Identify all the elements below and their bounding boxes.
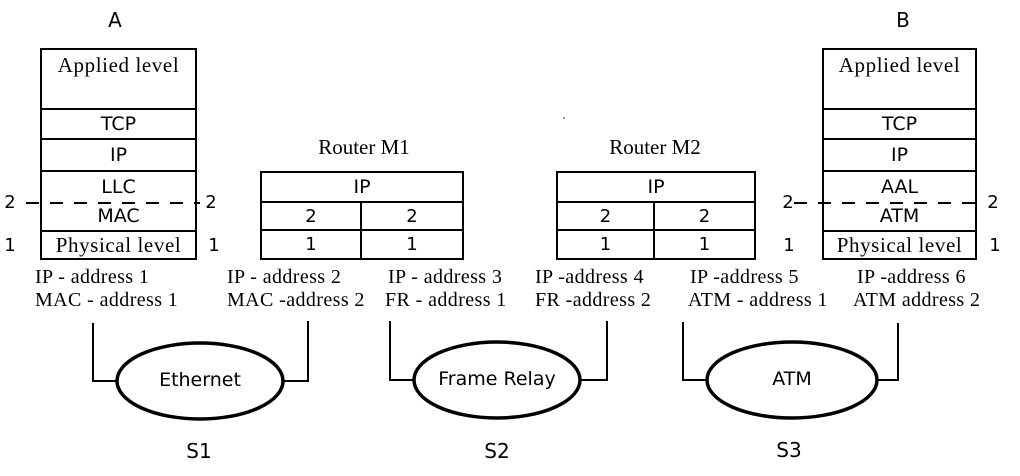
host-b-layer-physical: Physical level xyxy=(836,232,963,257)
router-m2-row-2: 2 2 xyxy=(558,203,754,231)
host-a-layer-mac: MAC xyxy=(97,204,140,227)
router-m1-cell-2-left: 2 xyxy=(262,203,362,229)
host-b-stack: Applied level TCP IP AAL ATM Physical le… xyxy=(822,48,977,260)
router-m2-ip-layer: IP xyxy=(558,173,754,203)
host-a-layer2-section: LLC MAC xyxy=(42,172,195,232)
host-a-left-marker-1: 1 xyxy=(4,234,16,256)
host-a-stack: Applied level TCP IP LLC MAC Physical le… xyxy=(40,48,197,260)
router-m1-fr-address: FR - address 1 xyxy=(385,289,507,311)
host-b-right-marker-2: 2 xyxy=(987,191,999,213)
host-a-layer-tcp: TCP xyxy=(42,110,195,140)
host-b-left-marker-2: 2 xyxy=(782,191,794,213)
router-m1-cell-1-left: 1 xyxy=(262,231,362,258)
router-m1-row-2: 2 2 xyxy=(262,203,462,231)
host-b-ip-address: IP -address 6 xyxy=(857,266,966,288)
scan-speck-artifact xyxy=(563,117,565,119)
router-m2-title: Router M2 xyxy=(609,135,701,159)
router-m1-row-1: 1 1 xyxy=(262,231,462,258)
host-b-left-marker-1: 1 xyxy=(783,234,795,256)
router-m2-cell-1-left: 1 xyxy=(558,231,655,258)
host-a-left-marker-2: 2 xyxy=(4,191,16,213)
host-b-layer-aal: AAL xyxy=(880,175,919,198)
network-s2-name: S2 xyxy=(484,439,510,463)
host-b-right-marker-1: 1 xyxy=(989,234,1001,256)
router-m2-fr-address: FR -address 2 xyxy=(535,289,652,311)
host-a-layer-applied-level: Applied level xyxy=(42,50,195,110)
router-m2-box: IP 2 2 1 1 xyxy=(556,171,756,260)
router-m2-right-addresses: IP -address 5 ATM - address 1 xyxy=(688,266,828,312)
host-a-title: A xyxy=(108,8,122,32)
network-s1-name: S1 xyxy=(186,439,212,463)
router-m1-mac-address: MAC -address 2 xyxy=(227,289,365,311)
host-b-title: B xyxy=(896,8,910,32)
bracket-host-b-to-s3 xyxy=(878,323,899,381)
router-m2-left-addresses: IP -address 4 FR -address 2 xyxy=(535,266,651,312)
bracket-host-a-to-s1 xyxy=(92,323,118,382)
host-b-layer-ip: IP xyxy=(824,140,975,172)
host-a-addresses: IP - address 1 MAC - address 1 xyxy=(35,266,178,312)
host-a-layer-ip: IP xyxy=(42,140,195,172)
host-a-right-marker-1: 1 xyxy=(208,234,220,256)
ethernet-network-label: Ethernet xyxy=(159,369,241,391)
host-a-layer-physical: Physical level xyxy=(55,232,182,257)
host-b-layer-applied-level: Applied level xyxy=(824,50,975,110)
router-m2-ip-address-left: IP -address 4 xyxy=(535,266,644,288)
router-m1-left-addresses: IP - address 2 MAC -address 2 xyxy=(227,266,365,312)
host-a-layer-llc: LLC xyxy=(101,175,136,198)
router-m2-atm-address: ATM - address 1 xyxy=(688,289,828,311)
bracket-m2-to-s3 xyxy=(682,322,709,381)
router-m2-cell-2-left: 2 xyxy=(558,203,655,229)
host-b-layer2-section: AAL ATM xyxy=(824,172,975,232)
host-a-right-marker-2: 2 xyxy=(205,191,217,213)
host-a-mac-address: MAC - address 1 xyxy=(35,289,179,311)
bracket-m1-to-s1 xyxy=(283,321,309,382)
host-a-ip-address: IP - address 1 xyxy=(35,266,150,288)
host-b-layer-atm: ATM xyxy=(879,204,920,227)
router-m1-cell-2-right: 2 xyxy=(406,205,418,227)
router-m2-row-1: 1 1 xyxy=(558,231,754,258)
host-b-atm-address: ATM address 2 xyxy=(853,289,981,311)
network-s3-name: S3 xyxy=(776,438,802,462)
router-m2-cell-2-right: 2 xyxy=(698,205,711,227)
router-m1-ip-address-left: IP - address 2 xyxy=(227,266,342,288)
router-m1-right-addresses: IP - address 3 FR - address 1 xyxy=(385,266,507,312)
router-m1-box: IP 2 2 1 1 xyxy=(260,171,464,260)
router-m1-cell-1-right: 1 xyxy=(406,234,418,255)
router-m2-ip-address-right: IP -address 5 xyxy=(690,266,799,288)
frame-relay-network-label: Frame Relay xyxy=(438,368,556,390)
atm-network-label: ATM xyxy=(772,368,812,390)
router-m1-ip-address-right: IP - address 3 xyxy=(388,266,503,288)
router-m1-ip-layer: IP xyxy=(262,173,462,203)
router-m2-cell-1-right: 1 xyxy=(698,234,711,255)
router-m1-title: Router M1 xyxy=(318,135,410,159)
host-b-layer-tcp: TCP xyxy=(824,110,975,140)
host-b-addresses: IP -address 6 ATM address 2 xyxy=(853,266,980,312)
